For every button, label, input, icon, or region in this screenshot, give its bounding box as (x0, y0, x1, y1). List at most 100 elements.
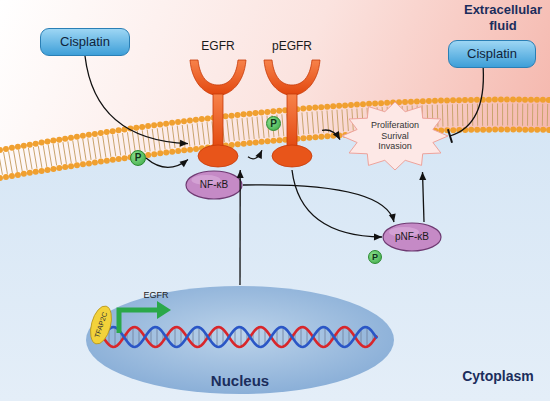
text-holder: pEGFR (262, 38, 322, 170)
signal-connector (292, 170, 382, 240)
dna-rung (223, 329, 224, 345)
signal-connector (448, 68, 483, 143)
connector-line (292, 170, 382, 237)
node-text: Cisplatin (60, 35, 110, 50)
signal-connector (85, 56, 188, 147)
gene-label: EGFR (138, 290, 174, 301)
dna-rung (151, 329, 152, 345)
node-text: EGFR (201, 40, 234, 54)
gene-arrow (119, 310, 159, 333)
dna-rung (283, 327, 284, 346)
connector-line (248, 150, 262, 159)
receptor-cup (190, 60, 246, 95)
arrow-head (419, 172, 426, 180)
nucleus-ellipse: Nucleus TFAP2C (85, 285, 395, 395)
dna-rung (199, 327, 200, 346)
dna-rung (301, 327, 302, 346)
text-holder: Proliferation Surival Invasion (340, 100, 450, 172)
node-text: pEGFR (272, 40, 312, 54)
node-text: Proliferation Surival Invasion (364, 120, 426, 151)
gene-arrow-head (157, 301, 171, 319)
dna-rung (175, 327, 176, 346)
signal-connector (419, 172, 426, 222)
signal-connector (237, 170, 244, 285)
arrow-head (237, 170, 244, 178)
dna-rung (361, 329, 362, 345)
text-holder: P (267, 117, 280, 130)
transcription-factor: TFAP2C (91, 305, 111, 345)
dna-rung (181, 329, 182, 345)
arrow-head (180, 140, 188, 147)
connector-line (243, 185, 394, 222)
arrow-head (180, 159, 188, 167)
dna-rung (325, 327, 326, 346)
drug-box: Cisplatin (40, 28, 130, 56)
lipid-heads-inner (0, 130, 550, 178)
protein-blob: NF-κB (185, 170, 243, 200)
phosphate-circle: P (266, 116, 281, 131)
receptor-stem (287, 94, 297, 150)
dna-rung (343, 327, 344, 346)
connector-line (423, 172, 425, 222)
arrow-head (333, 131, 340, 140)
dna-rung (277, 329, 278, 345)
node-text: NF-κB (200, 179, 228, 191)
receptor-cup (264, 60, 320, 95)
blob-shape (186, 171, 242, 199)
receptor-pegfr-outline (262, 38, 322, 170)
text-holder: P (131, 151, 145, 165)
receptor-egfr: EGFR (188, 38, 248, 170)
drug-box: Cisplatin (448, 40, 536, 68)
cytoplasm-region (0, 130, 550, 401)
connector-line (322, 130, 340, 140)
dna-rung (217, 327, 218, 346)
receptor-base (272, 145, 312, 167)
text-holder: NF-κB (185, 170, 243, 200)
connector-line (85, 56, 188, 144)
receptor-base (198, 145, 238, 167)
phosphate-circle: P (130, 150, 146, 166)
node-text: P (372, 252, 378, 262)
text-holder: P (369, 251, 381, 263)
arrow-head (255, 150, 262, 159)
dna-rung (259, 327, 260, 346)
dna-rung (307, 329, 308, 345)
text-holder: pNF-κB (382, 222, 442, 252)
receptor-pegfr: pEGFR (262, 38, 322, 170)
node-text: pNF-κB (395, 231, 429, 243)
connector-line (146, 158, 188, 167)
outcome-star: Proliferation Surival Invasion (340, 100, 450, 172)
connector-line (239, 170, 240, 285)
phosphate-circle: P (368, 250, 382, 264)
protein-blob: pNF-κB (382, 222, 442, 252)
blob-shape (383, 223, 441, 251)
dna-rung (319, 329, 320, 345)
region-label: Cytoplasm (448, 368, 548, 386)
nucleus-shape (86, 286, 394, 394)
arrow-head (374, 233, 382, 240)
dna-rung (265, 329, 266, 345)
inhibition-bar (448, 129, 452, 142)
dna-rung (349, 329, 350, 345)
dna-rung (241, 327, 242, 346)
oval-shape (87, 304, 115, 347)
arrow-head (389, 213, 396, 222)
dna-rung (235, 329, 236, 345)
dna-rung (115, 327, 116, 346)
receptor-stem (213, 94, 223, 150)
text-holder: Cisplatin (449, 41, 535, 67)
node-text: TFAP2C (93, 311, 109, 339)
dna-rung (157, 327, 158, 346)
star-shape (342, 102, 448, 170)
node-text: Nucleus (211, 372, 269, 389)
signal-connector (243, 185, 396, 222)
signal-connector (248, 150, 262, 159)
text-holder: Cisplatin (41, 29, 129, 55)
connector-line (450, 68, 483, 136)
dna-strand (103, 327, 377, 347)
dna-strand (103, 327, 377, 347)
receptor-egfr-outline (188, 38, 248, 170)
